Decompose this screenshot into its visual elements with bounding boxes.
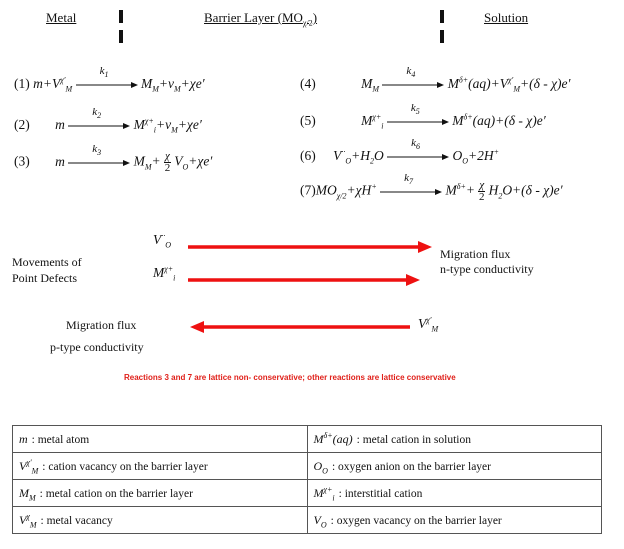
reaction-arrow: k2 (68, 106, 131, 129)
lattice-conservation-note: Reactions 3 and 7 are lattice non- conse… (124, 373, 456, 382)
reaction-3: (3) m k3 MM+ χ 2 VO+χe′ (14, 142, 213, 174)
reaction-7: (7)MOχ/2+χH+ k7 Mδ++ χ 2 H2O+(δ - χ)e′ (300, 171, 563, 203)
reaction-arrow: k5 (386, 102, 449, 125)
solution-divider-bottom (440, 30, 444, 43)
reaction-4: (4) MM k4 Mδ+(aq)+Vχ′M+(δ - χ)e′ (300, 65, 571, 94)
interstitial-cation-arrow (188, 274, 420, 286)
legend-cell: OO: oxygen anion on the barrier layer (306, 452, 602, 480)
reaction-arrow: k6 (387, 137, 450, 160)
solution-header: Solution (484, 10, 529, 25)
oxygen-vacancy-symbol: V··O (153, 231, 172, 250)
reaction-number: (1) (14, 76, 30, 91)
reaction-number: (5) (300, 113, 316, 128)
reaction-5: (5) Mχ+i k5 Mδ+(aq)+(δ - χ)e′ (300, 102, 546, 131)
reaction-arrow: k1 (75, 65, 138, 88)
legend-cell: VO: oxygen vacancy on the barrier layer (306, 506, 602, 534)
solution-divider-top (440, 10, 444, 23)
reaction-2: (2) m k2 Mχ+i+vM+χe′ (14, 106, 202, 135)
legend-cell: Vχ′M: cation vacancy on the barrier laye… (12, 452, 308, 480)
migration-flux-right-label: Migration flux (440, 247, 511, 261)
legend-cell: m: metal atom (12, 425, 308, 453)
oxygen-vacancy-arrow (188, 241, 432, 253)
reaction-6: (6) V··O+H2O k6 OO+2H+ (300, 137, 500, 166)
reaction-arrow: k3 (68, 143, 131, 166)
p-type-conductivity-label: p-type conductivity (50, 340, 144, 354)
reaction-arrow: k4 (382, 65, 445, 88)
n-type-conductivity-label: n-type conductivity (440, 262, 534, 276)
reaction-number: (4) (300, 76, 316, 91)
barrier-layer-header: Barrier Layer (MOχ/2) (204, 10, 318, 28)
metal-divider-bottom (119, 30, 123, 43)
fraction: χ 2 (478, 179, 486, 203)
table-row: VχM: metal vacancy VO: oxygen vacancy on… (12, 506, 602, 534)
reaction-number: (7) (300, 182, 316, 198)
movements-label: Movements of Point Defects (12, 255, 82, 285)
table-row: MM: metal cation on the barrier layer Mχ… (12, 479, 602, 507)
reaction-number: (3) (14, 153, 30, 169)
interstitial-cation-symbol: Mχ+i (153, 264, 176, 283)
fraction: χ 2 (164, 150, 171, 174)
reaction-1: (1) m+Vχ′M k1 MM+vM+χe′ (14, 65, 205, 94)
cation-vacancy-symbol: Vχ′M (418, 315, 439, 334)
symbol-legend-table: m: metal atom Mδ+(aq): metal cation in s… (12, 425, 602, 534)
reaction-arrow: k7 (380, 172, 443, 195)
metal-divider-top (119, 10, 123, 23)
metal-header: Metal (46, 10, 77, 25)
legend-cell: VχM: metal vacancy (12, 506, 308, 534)
table-row: Vχ′M: cation vacancy on the barrier laye… (12, 452, 602, 480)
cation-vacancy-arrow (190, 321, 410, 333)
reaction-number: (6) (300, 148, 316, 163)
legend-cell: MM: metal cation on the barrier layer (12, 479, 308, 507)
reaction-number: (2) (14, 117, 30, 132)
table-row: m: metal atom Mδ+(aq): metal cation in s… (12, 425, 602, 453)
legend-cell: Mχ+i: interstitial cation (306, 479, 602, 507)
migration-flux-left-label: Migration flux (66, 318, 137, 332)
legend-cell: Mδ+(aq): metal cation in solution (306, 425, 602, 453)
